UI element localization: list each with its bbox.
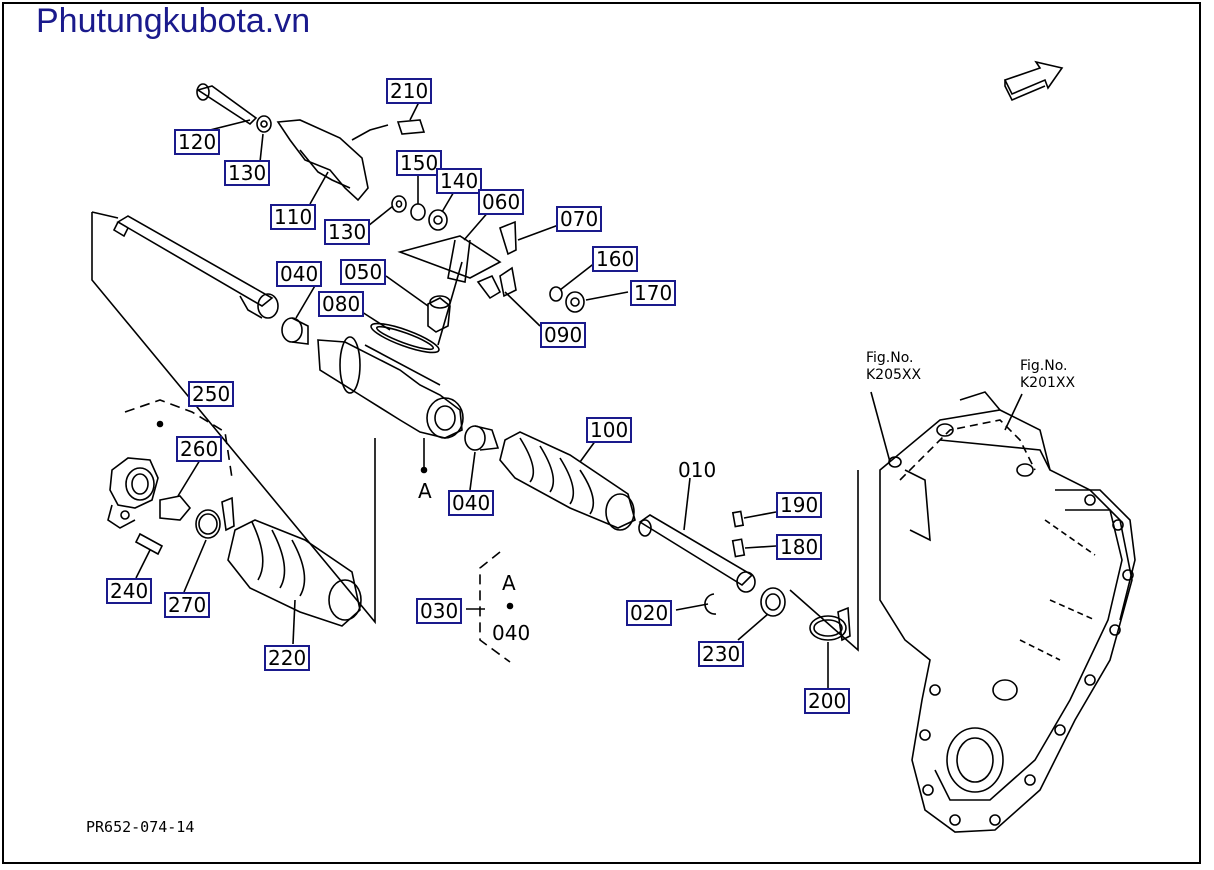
assembly-group-outline	[124, 399, 233, 479]
part-label-220[interactable]: 220	[264, 645, 311, 671]
part-label-070[interactable]: 070	[556, 206, 603, 232]
housing-outline	[91, 212, 376, 625]
part-label-110[interactable]: 110	[270, 204, 317, 230]
gear-housing	[317, 339, 463, 439]
part-label-020[interactable]: 020	[626, 600, 673, 626]
part-label-080[interactable]: 080	[318, 291, 365, 317]
lever-bracket	[276, 119, 369, 202]
part-label-170[interactable]: 170	[630, 280, 677, 306]
fig-ref-k201xx[interactable]: Fig.No. K201XX	[1020, 358, 1075, 392]
part-label-100[interactable]: 100	[586, 417, 633, 443]
fig-ref-number: K201XX	[1020, 375, 1076, 391]
part-label-200[interactable]: 200	[804, 688, 851, 714]
part-label-150[interactable]: 150	[396, 150, 443, 176]
pinion	[427, 297, 451, 333]
part-label-260[interactable]: 260	[176, 436, 223, 462]
part-label-040-upper[interactable]: 040	[276, 261, 323, 287]
fig-ref-title: Fig.No.	[866, 350, 914, 366]
group-a-part[interactable]: 040	[492, 621, 531, 645]
part-label-160[interactable]: 160	[592, 246, 639, 272]
part-label-050[interactable]: 050	[340, 259, 387, 285]
rack-shaft	[116, 215, 274, 307]
part-label-140[interactable]: 140	[436, 168, 483, 194]
part-label-030[interactable]: 030	[416, 598, 463, 624]
part-label-120[interactable]: 120	[174, 129, 221, 155]
part-label-060[interactable]: 060	[478, 189, 525, 215]
tie-rod-end	[109, 457, 159, 509]
group-a-label: A	[502, 571, 516, 595]
transmission-case	[879, 409, 1133, 833]
part-label-210[interactable]: 210	[386, 78, 433, 104]
part-label-010[interactable]: 010	[678, 458, 717, 482]
part-label-130-lower[interactable]: 130	[324, 219, 371, 245]
plate	[397, 235, 502, 279]
part-label-180[interactable]: 180	[776, 534, 823, 560]
fig-ref-number: K205XX	[866, 367, 922, 383]
page-border	[2, 2, 1201, 864]
part-label-130-upper[interactable]: 130	[224, 160, 271, 186]
site-watermark: Phutungkubota.vn	[36, 2, 311, 40]
grease-nipple	[499, 220, 517, 256]
dust-boot-right	[499, 431, 636, 529]
part-label-090[interactable]: 090	[540, 322, 587, 348]
part-label-270[interactable]: 270	[164, 592, 211, 618]
part-label-040-lower[interactable]: 040	[448, 490, 495, 516]
fig-ref-k205xx[interactable]: Fig.No. K205XX	[866, 350, 921, 384]
fig-ref-title: Fig.No.	[1020, 358, 1068, 374]
diagram-code: PR652-074-14	[86, 818, 195, 836]
callout-a: A	[418, 479, 432, 503]
direction-arrow-icon	[1003, 60, 1064, 96]
part-label-240[interactable]: 240	[106, 578, 153, 604]
part-label-190[interactable]: 190	[776, 492, 823, 518]
part-label-250[interactable]: 250	[188, 381, 235, 407]
part-label-230[interactable]: 230	[698, 641, 745, 667]
bolt	[196, 85, 258, 126]
